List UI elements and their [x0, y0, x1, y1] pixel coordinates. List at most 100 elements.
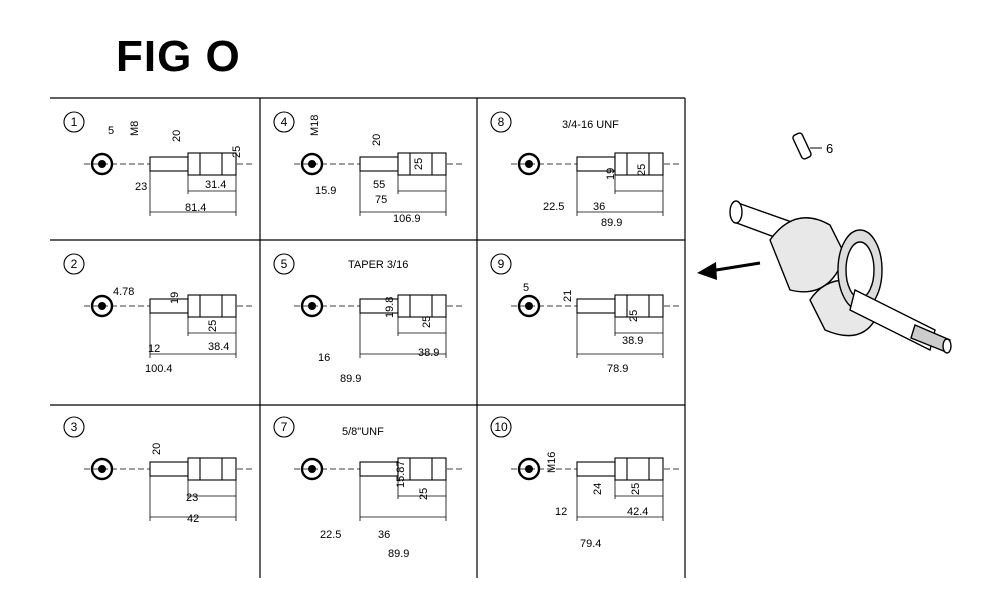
dimension-label: 81.4	[185, 202, 206, 214]
dimension-label: 19.8	[384, 297, 396, 318]
cell-number-badge	[63, 416, 85, 438]
cell-number: 8	[498, 115, 505, 129]
shaft-option-cell-9: 9 5 21 25 38.9 78.9	[490, 253, 682, 375]
dimension-label: 25	[231, 146, 243, 158]
dimension-label: 15.9	[315, 185, 336, 197]
dimension-label: 23	[186, 492, 198, 504]
cell-number-badge	[490, 416, 512, 438]
figure-title: FIG O	[116, 32, 241, 81]
cell-number: 1	[71, 115, 78, 129]
cell-number: 3	[71, 420, 78, 434]
dimension-label: 25	[421, 316, 433, 328]
shaft-side-view	[359, 152, 447, 176]
dimension-label: 31.4	[205, 179, 226, 191]
dimension-label: 25	[628, 310, 640, 322]
key-part-illustration	[792, 132, 822, 160]
dimension-label: 36	[378, 529, 390, 541]
dimension-label: 12	[555, 506, 567, 518]
dimension-lines	[149, 171, 237, 216]
shaft-option-cell-4: 4 M18 20 25 15.9 55 75 106.9	[273, 111, 465, 225]
dimension-lines	[149, 476, 237, 521]
dimension-label: 23	[135, 181, 147, 193]
dimension-label: 36	[593, 201, 605, 213]
dimension-label: TAPER 3/16	[348, 259, 408, 271]
part-callout-number: 6	[826, 141, 833, 156]
dimension-lines	[576, 476, 664, 521]
dimension-lines	[576, 171, 664, 216]
dimension-label: M8	[129, 121, 141, 136]
shaft-option-cell-8: 8 3/4-16 UNF 19 25 22.5 36 89.9	[490, 111, 682, 229]
shaft-option-cell-5: 5 TAPER 3/16 19.8 25 16 38.9 89.9	[273, 253, 465, 385]
dimension-label: 89.9	[340, 373, 361, 385]
dimension-lines	[359, 313, 447, 358]
direction-arrow	[697, 261, 761, 280]
dimension-label: 78.9	[607, 363, 628, 375]
shaft-side-view	[359, 294, 447, 318]
dimension-label: 55	[373, 179, 385, 191]
shaft-option-cell-2: 2 4.78 19 25 12 38.4 100.4	[63, 253, 255, 375]
dimension-label: 42	[187, 513, 199, 525]
cell-number: 5	[281, 257, 288, 271]
dimension-label: 20	[151, 443, 163, 455]
shaft-side-view	[576, 294, 664, 318]
dimension-label: 5	[523, 282, 529, 294]
dimension-lines	[359, 476, 447, 521]
dimension-label: 22.5	[543, 201, 564, 213]
dimension-label: 16	[318, 352, 330, 364]
dimension-label: 106.9	[393, 213, 421, 225]
dimension-label: 5	[108, 125, 114, 137]
dimension-label: 38.9	[622, 335, 643, 347]
cell-number-badge	[63, 111, 85, 133]
dimension-label: 20	[371, 134, 383, 146]
cell-number: 9	[498, 257, 505, 271]
dimension-label: 25	[413, 158, 425, 170]
cell-number-badge	[490, 253, 512, 275]
dimension-label: 25	[636, 164, 648, 176]
dimension-label: 12	[148, 343, 160, 355]
dimension-label: M16	[546, 452, 558, 473]
dimension-label: 75	[375, 194, 387, 206]
cell-number-badge	[273, 111, 295, 133]
dimension-label: 42.4	[627, 506, 648, 518]
dimension-lines	[576, 313, 664, 358]
dimension-label: 5/8"UNF	[342, 426, 384, 438]
dimension-label: 21	[562, 290, 574, 302]
dimension-label: 24	[592, 483, 604, 495]
dimension-label: 100.4	[145, 363, 173, 375]
dimension-lines	[359, 171, 447, 216]
dimension-label: M18	[309, 115, 321, 136]
shaft-side-view	[149, 294, 237, 318]
dimension-label: 4.78	[113, 286, 134, 298]
cell-number-badge	[63, 253, 85, 275]
dimension-lines	[149, 313, 237, 358]
dimension-label: 19	[169, 292, 181, 304]
shaft-side-view	[576, 152, 664, 176]
crankshaft-illustration	[729, 200, 952, 354]
cell-number: 7	[281, 420, 288, 434]
shaft-side-view	[149, 457, 237, 481]
cell-number: 4	[281, 115, 288, 129]
dimension-label: 15.87	[395, 460, 407, 488]
dimension-label: 38.9	[418, 347, 439, 359]
cell-number-badge	[273, 253, 295, 275]
cell-number-badge	[273, 416, 295, 438]
dimension-label: 79.4	[580, 538, 601, 550]
dimension-label: 38.4	[208, 341, 229, 353]
dimension-label: 20	[171, 130, 183, 142]
dimension-label: 25	[418, 488, 430, 500]
shaft-side-view	[359, 457, 447, 481]
dimension-label: 89.9	[388, 548, 409, 560]
cell-number: 10	[494, 420, 508, 434]
dimension-label: 19	[605, 168, 617, 180]
grid-frame	[50, 97, 686, 578]
dimension-label: 25	[207, 320, 219, 332]
dimension-label: 3/4-16 UNF	[562, 119, 619, 131]
dimension-label: 89.9	[601, 217, 622, 229]
shaft-side-view	[576, 457, 664, 481]
shaft-side-view	[149, 152, 237, 176]
cell-number: 2	[71, 257, 78, 271]
shaft-option-cell-1: 1 5 M8 20 25 23 31.4 81.4	[63, 111, 255, 216]
dimension-label: 25	[630, 483, 642, 495]
